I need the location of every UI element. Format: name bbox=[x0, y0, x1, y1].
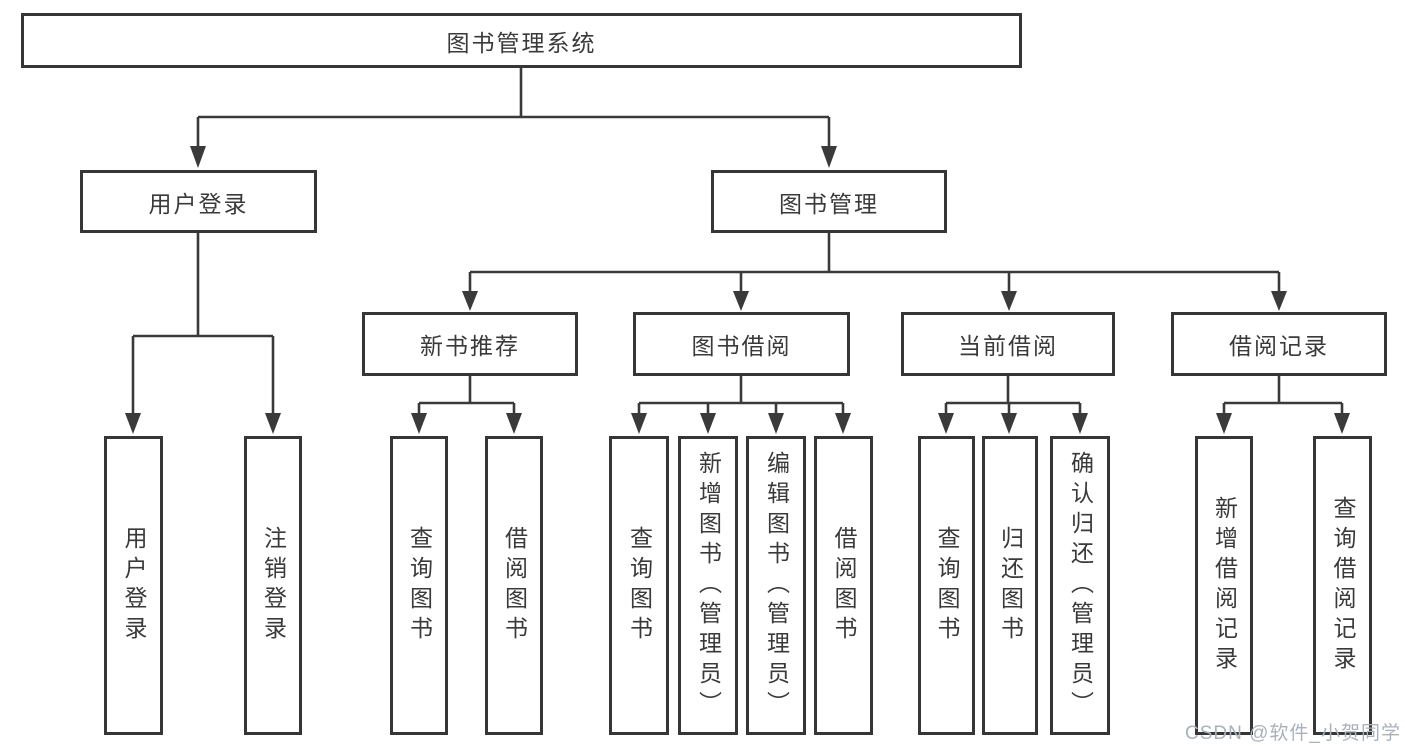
leaf-newbooks-query-label: 查询图书 bbox=[406, 525, 433, 646]
leaf-records-add: 新增借阅记录 bbox=[1195, 436, 1253, 735]
leaf-current-return: 归还图书 bbox=[982, 436, 1038, 735]
leaf-records-query: 查询借阅记录 bbox=[1313, 436, 1372, 735]
node-book-borrow-label: 图书借阅 bbox=[691, 333, 792, 359]
leaf-borrow-borrow-book-label: 借阅图书 bbox=[831, 525, 857, 646]
leaf-newbooks-borrow-label: 借阅图书 bbox=[501, 525, 528, 646]
leaf-current-query: 查询图书 bbox=[918, 436, 975, 735]
leaf-current-return-label: 归还图书 bbox=[997, 525, 1024, 646]
leaf-current-confirm-return-label: 确认归还（管理员） bbox=[1067, 450, 1094, 721]
node-new-book-recommend: 新书推荐 bbox=[362, 312, 578, 376]
leaf-user-login: 用户登录 bbox=[104, 436, 163, 735]
leaf-logout-label: 注销登录 bbox=[260, 525, 287, 646]
node-book-management: 图书管理 bbox=[711, 170, 947, 233]
node-book-management-label: 图书管理 bbox=[779, 190, 879, 217]
leaf-user-login-label: 用户登录 bbox=[121, 525, 147, 646]
node-user-login-label: 用户登录 bbox=[148, 190, 249, 217]
leaf-current-confirm-return: 确认归还（管理员） bbox=[1050, 436, 1110, 735]
node-borrow-records-label: 借阅记录 bbox=[1229, 333, 1329, 359]
node-current-borrow-label: 当前借阅 bbox=[958, 333, 1058, 359]
node-current-borrow: 当前借阅 bbox=[901, 312, 1115, 376]
leaf-newbooks-borrow: 借阅图书 bbox=[485, 436, 543, 735]
leaf-borrow-add-book: 新增图书（管理员） bbox=[678, 436, 738, 735]
leaf-borrow-query-label: 查询图书 bbox=[626, 525, 653, 646]
node-root-label: 图书管理系统 bbox=[446, 29, 597, 56]
leaf-current-query-label: 查询图书 bbox=[934, 525, 960, 646]
leaf-borrow-query: 查询图书 bbox=[609, 436, 669, 735]
leaf-borrow-borrow-book: 借阅图书 bbox=[814, 436, 873, 735]
leaf-logout: 注销登录 bbox=[244, 436, 302, 735]
node-book-borrow: 图书借阅 bbox=[633, 312, 850, 376]
arrowheads bbox=[125, 146, 1350, 434]
leaf-records-query-label: 查询借阅记录 bbox=[1330, 495, 1356, 676]
node-root: 图书管理系统 bbox=[21, 13, 1022, 68]
leaf-borrow-add-book-label: 新增图书（管理员） bbox=[695, 450, 722, 721]
node-borrow-records: 借阅记录 bbox=[1171, 312, 1387, 376]
csdn-watermark: CSDN @软件_小贺同学 bbox=[1185, 723, 1401, 744]
node-user-login: 用户登录 bbox=[80, 170, 317, 233]
leaf-borrow-edit-book-label: 编辑图书（管理员） bbox=[763, 450, 790, 721]
node-new-book-recommend-label: 新书推荐 bbox=[420, 333, 520, 359]
leaf-borrow-edit-book: 编辑图书（管理员） bbox=[746, 436, 806, 735]
leaf-records-add-label: 新增借阅记录 bbox=[1211, 495, 1238, 676]
leaf-newbooks-query: 查询图书 bbox=[390, 436, 448, 735]
